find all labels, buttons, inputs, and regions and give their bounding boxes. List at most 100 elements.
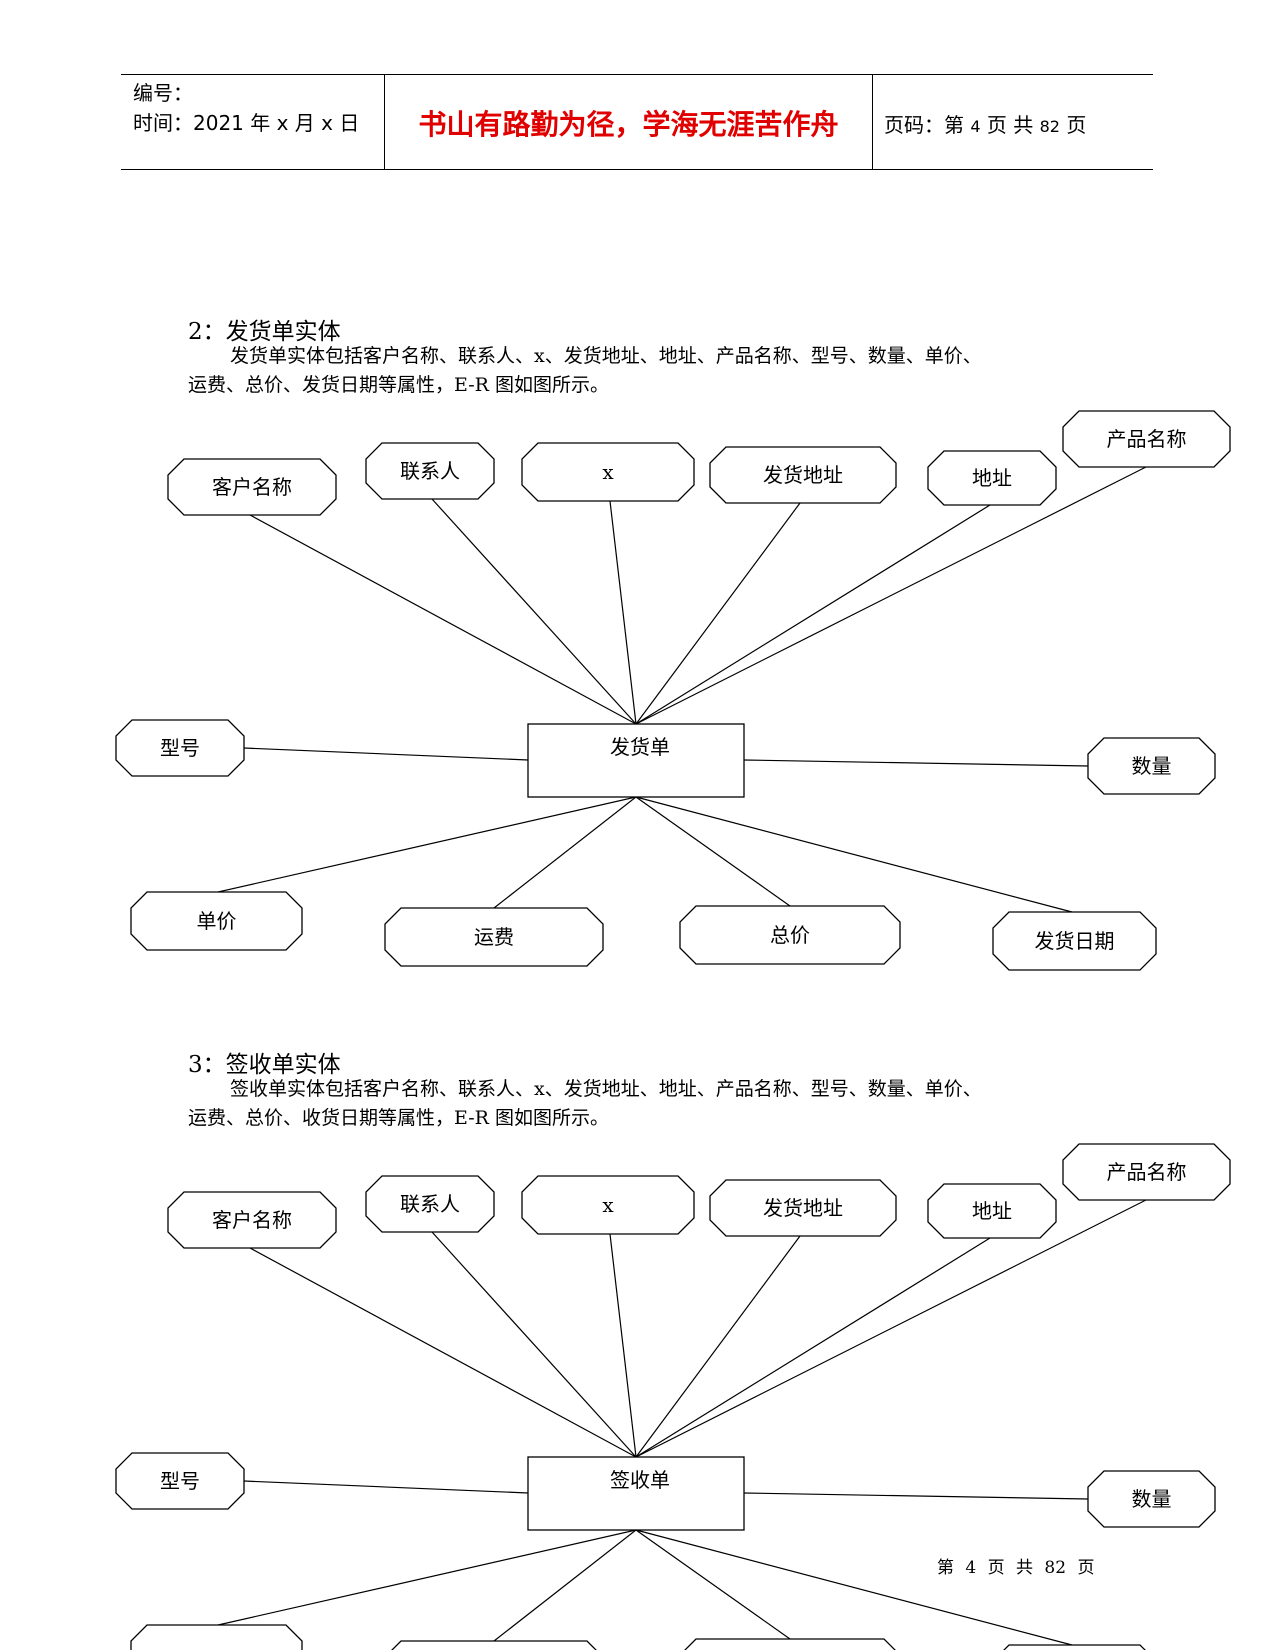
er-attribute: x — [521, 442, 695, 502]
er-attribute: 总价 — [679, 905, 901, 965]
er-attribute: 产品名称 — [1062, 410, 1231, 468]
er-entity-box — [527, 723, 745, 798]
er-connector-line — [635, 1199, 1147, 1458]
er-attribute-label: 总价 — [770, 923, 810, 947]
header-cell-motto: 书山有路勤为径，学海无涯苦作舟 — [384, 75, 873, 169]
page-prefix: 页码：第 — [884, 113, 964, 137]
er-attribute: 运费 — [384, 907, 604, 967]
er-attribute-shape — [709, 446, 897, 504]
er-attribute-shape — [1062, 1143, 1231, 1201]
er-connector-line — [635, 796, 791, 907]
er-attribute-label: 运费 — [474, 925, 514, 949]
er-attribute-label: 单价 — [197, 909, 237, 933]
section-paragraph-delivery: 发货单实体包括客户名称、联系人、x、发货地址、地址、产品名称、型号、数量、单价、… — [188, 342, 1108, 400]
er-connector-line — [635, 466, 1147, 725]
er-attribute-shape — [115, 1452, 245, 1510]
er-attribute: 地址 — [927, 450, 1057, 506]
er-attribute-shape — [167, 458, 337, 516]
er-attribute-shape — [130, 891, 303, 951]
section-paragraph-receipt: 签收单实体包括客户名称、联系人、x、发货地址、地址、产品名称、型号、数量、单价、… — [188, 1075, 1108, 1133]
er-entity-label: 签收单 — [610, 1468, 670, 1492]
er-attribute-label: x — [602, 460, 614, 484]
er-attribute-shape — [115, 719, 245, 777]
er-connector-line — [493, 1529, 637, 1642]
time-label: 时间：2021 年 x 月 x 日 — [133, 111, 360, 135]
er-attribute-shape — [384, 907, 604, 967]
er-attribute-shape — [1062, 410, 1231, 468]
er-attribute-shape — [1087, 1470, 1216, 1528]
er-connector-line — [635, 1529, 1073, 1646]
er-attribute: 联系人 — [365, 1175, 495, 1233]
er-attribute-shape — [167, 1191, 337, 1249]
er-attribute: 型号 — [115, 719, 245, 777]
er-attribute: 型号 — [115, 1452, 245, 1510]
er-connector-line — [635, 796, 1073, 913]
er-attribute-label: 发货地址 — [763, 1196, 843, 1220]
header-cell-page: 页码：第 4 页 共 82 页 — [872, 75, 1153, 169]
er-attribute-label: 联系人 — [400, 1192, 460, 1216]
paragraph-line: 运费、总价、收货日期等属性，E-R 图如图所示。 — [188, 1107, 609, 1129]
er-attribute-shape — [1087, 737, 1216, 795]
section-title-receipt: 3：签收单实体 — [188, 1052, 341, 1078]
er-attribute-label: 数量 — [1132, 1487, 1172, 1511]
er-connector-line — [243, 1480, 529, 1494]
er-connector-line — [609, 1233, 637, 1458]
motto-text: 书山有路勤为径，学海无涯苦作舟 — [418, 108, 839, 141]
er-entity-label: 发货单 — [610, 735, 670, 759]
er-connector-line — [249, 1247, 637, 1458]
er-attribute: 客户名称 — [167, 458, 337, 516]
er-attribute-shape — [1003, 1644, 1146, 1650]
er-attribute: 产品名称 — [1062, 1143, 1231, 1201]
er-attribute-label: 客户名称 — [212, 475, 292, 499]
er-attribute-shape — [709, 1179, 897, 1237]
er-attribute-shape — [684, 1638, 896, 1650]
er-connector-line — [743, 1492, 1089, 1500]
page-mid: 页 共 — [986, 113, 1034, 137]
page-footer: 第 4 页 共 82 页 — [937, 1558, 1095, 1578]
paragraph-line: 签收单实体包括客户名称、联系人、x、发货地址、地址、产品名称、型号、数量、单价、 — [230, 1078, 982, 1100]
er-connector-line — [635, 1529, 791, 1640]
header-cell-id-time: 编号： 时间：2021 年 x 月 x 日 — [121, 75, 384, 169]
header-table: 编号： 时间：2021 年 x 月 x 日 书山有路勤为径，学海无涯苦作舟 页码… — [121, 74, 1153, 170]
er-attribute-shape — [365, 442, 495, 500]
er-attribute-label: 发货日期 — [1035, 929, 1115, 953]
er-attribute: x — [521, 1175, 695, 1235]
er-connector-line — [743, 759, 1089, 767]
er-attribute: 数量 — [1087, 1470, 1216, 1528]
er-connector-line — [635, 1237, 991, 1458]
er-attribute-label: 产品名称 — [1107, 427, 1187, 451]
er-attribute-label: 地址 — [972, 466, 1012, 490]
number-label: 编号： — [133, 81, 193, 105]
er-connector-line — [635, 504, 991, 725]
page-suffix: 页 — [1066, 113, 1087, 137]
er-attribute: 数量 — [1087, 737, 1216, 795]
er-attribute: 单价 — [130, 891, 303, 951]
er-attribute-shape — [521, 1175, 695, 1235]
er-attribute-shape — [992, 911, 1157, 971]
er-attribute-shape — [130, 1624, 303, 1650]
er-attribute-label: 地址 — [972, 1199, 1012, 1223]
er-attribute: 发货日期 — [992, 911, 1157, 971]
er-connector-line — [635, 502, 801, 725]
er-connector-line — [635, 1235, 801, 1458]
er-attribute: 发货地址 — [709, 1179, 897, 1237]
er-attribute-shape — [679, 905, 901, 965]
page-total: 82 — [1039, 117, 1060, 136]
er-attribute-shape — [365, 1175, 495, 1233]
er-connector-line — [243, 747, 529, 761]
er-attribute-label: 型号 — [160, 1469, 200, 1493]
er-connector-line — [217, 1529, 637, 1626]
er-attribute-shape — [927, 450, 1057, 506]
er-entity-box — [527, 1456, 745, 1531]
er-attribute: 客户名称 — [167, 1191, 337, 1249]
er-attribute-label: 型号 — [160, 736, 200, 760]
er-attribute: 联系人 — [365, 442, 495, 500]
er-connector-line — [493, 796, 637, 909]
er-attribute-shape — [521, 442, 695, 502]
paragraph-line: 发货单实体包括客户名称、联系人、x、发货地址、地址、产品名称、型号、数量、单价、 — [230, 345, 982, 367]
er-attribute-label: x — [602, 1193, 614, 1217]
er-attribute-shape — [927, 1183, 1057, 1239]
